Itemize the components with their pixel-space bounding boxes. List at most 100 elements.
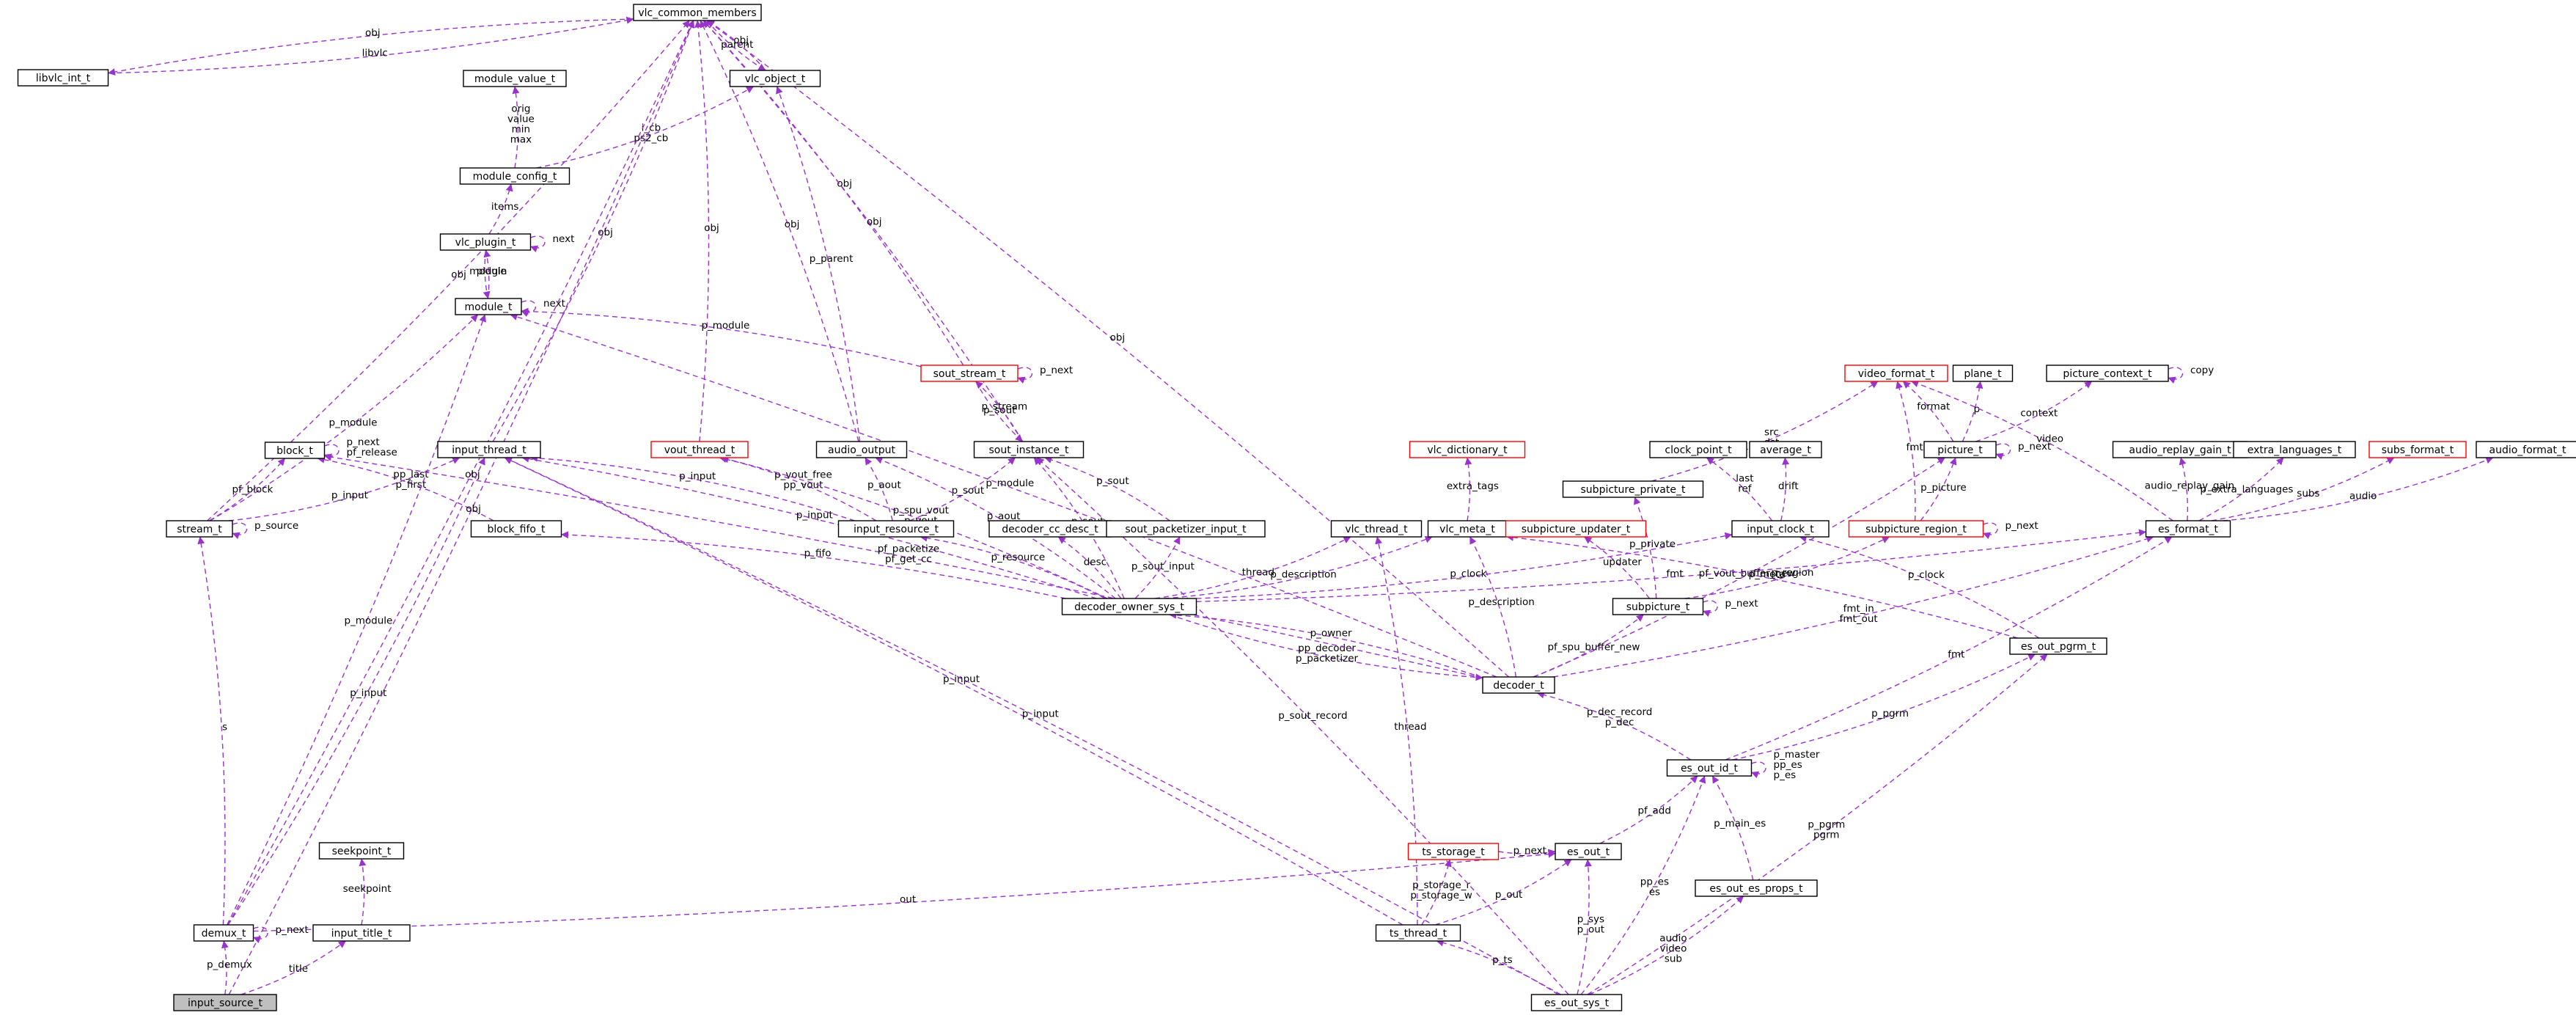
edge-es-out-id-t-to-es-format-t: fmt (1725, 536, 2173, 761)
node-demux-t[interactable]: demux_t (193, 924, 254, 942)
node-input-source-t[interactable]: input_source_t (173, 994, 277, 1011)
node-decoder-cc-desc-t[interactable]: decoder_cc_desc_t (988, 520, 1112, 538)
edge-stream-t-to-input-thread-t: p_input (229, 457, 460, 521)
node-picture-context-t[interactable]: picture_context_t (2046, 365, 2169, 382)
edge-label-line: fmt (1906, 442, 1923, 453)
node-picture-t[interactable]: picture_t (1923, 441, 1997, 458)
node-module-value-t[interactable]: module_value_t (463, 70, 567, 87)
node-label: average_t (1760, 444, 1811, 456)
node-es-format-t[interactable]: es_format_t (2145, 520, 2231, 538)
node-label: es_out_pgrm_t (2021, 641, 2096, 653)
node-ts-storage-t[interactable]: ts_storage_t (1407, 843, 1500, 860)
node-subs-format-t[interactable]: subs_format_t (2368, 441, 2467, 458)
edge-label-line: p_storage_w (1410, 890, 1472, 901)
node-subpicture-private-t[interactable]: subpicture_private_t (1562, 480, 1704, 498)
node-es-out-id-t[interactable]: es_out_id_t (1666, 759, 1753, 777)
node-audio-replay-gain-t[interactable]: audio_replay_gain_t (2112, 441, 2248, 458)
edge-label: p_parent (810, 253, 854, 265)
node-subpicture-region-t[interactable]: subpicture_region_t (1848, 520, 1984, 538)
node-seekpoint-t[interactable]: seekpoint_t (318, 842, 405, 860)
edge-label-line: p_aout (867, 480, 901, 491)
edge-line (875, 456, 1116, 599)
edge-label-line: p_spu_vout (893, 505, 949, 516)
node-es-out-sys-t[interactable]: es_out_sys_t (1530, 994, 1623, 1011)
node-input-resource-t[interactable]: input_resource_t (837, 520, 955, 538)
node-decoder-t[interactable]: decoder_t (1482, 676, 1555, 694)
edge-label-line: p_clock (1450, 568, 1486, 579)
node-module-config-t[interactable]: module_config_t (459, 167, 570, 185)
edge-label: updater (1603, 556, 1643, 568)
edge-line (108, 16, 634, 74)
edge-subpicture-private-t-to-video-format-t: srcdst (1651, 381, 1879, 482)
edge-label-line: out (900, 894, 916, 906)
edge-line (1553, 535, 2154, 678)
node-decoder-owner-sys-t[interactable]: decoder_owner_sys_t (1061, 598, 1197, 615)
edge-label-line: drift (1778, 480, 1799, 492)
node-sout-stream-t[interactable]: sout_stream_t (920, 365, 1019, 382)
node-input-title-t[interactable]: input_title_t (312, 924, 411, 942)
node-block-fifo-t[interactable]: block_fifo_t (470, 520, 562, 538)
edge-line (700, 20, 859, 442)
edge-label-line: value (507, 114, 535, 125)
node-subpicture-t[interactable]: subpicture_t (1612, 598, 1704, 615)
node-vlc-dictionary-t[interactable]: vlc_dictionary_t (1409, 441, 1526, 458)
edge-line (317, 455, 494, 521)
edge-line (1995, 443, 2011, 461)
edge-label: p_next (1040, 365, 1073, 376)
edge-label: p_sout_input (1131, 560, 1195, 572)
node-average-t[interactable]: average_t (1749, 441, 1822, 458)
node-module-t[interactable]: module_t (455, 298, 522, 315)
edge-label: extra_tags (1447, 480, 1499, 492)
node-layer: vlc_common_members libvlc_int_t vlc_object… (17, 4, 2576, 1011)
node-plane-t[interactable]: plane_t (1952, 365, 2014, 382)
node-sout-instance-t[interactable]: sout_instance_t (973, 441, 1085, 458)
edge-decoder-owner-sys-t-to-audio-output: p_aout (875, 456, 1116, 599)
node-input-thread-t[interactable]: input_thread_t (437, 441, 541, 458)
edge-label-line: ps2_cb (634, 132, 668, 144)
edge-line (1436, 939, 1559, 995)
node-vlc-common-members[interactable]: vlc_common_members (633, 4, 762, 21)
node-es-out-es-props-t[interactable]: es_out_es_props_t (1695, 879, 1818, 897)
node-box (973, 441, 1085, 458)
edge-line (521, 455, 1097, 599)
edge-label: p_input (943, 673, 980, 685)
edge-ts-thread-t-to-input-thread-t: p_input (504, 457, 1403, 926)
edge-line (706, 20, 766, 71)
edge-line (1498, 849, 1556, 857)
node-extra-languages-t[interactable]: extra_languages_t (2233, 441, 2356, 458)
node-sout-packetizer-input-t[interactable]: sout_packetizer_input_t (1106, 520, 1266, 538)
node-vlc-plugin-t[interactable]: vlc_plugin_t (439, 233, 532, 251)
node-label: input_clock_t (1747, 524, 1814, 535)
node-box (1106, 520, 1266, 538)
edge-label-line: p_demux (207, 959, 252, 970)
edge-label-line: pgrm (1813, 829, 1840, 841)
edge-line (324, 444, 340, 461)
edge-decoder-owner-sys-t-to-block-fifo-t: p_fifo (561, 531, 1066, 599)
node-clock-point-t[interactable]: clock_point_t (1649, 441, 1747, 458)
edge-label-line: pf_packetize (878, 543, 939, 554)
node-audio-format-t[interactable]: audio_format_t (2476, 441, 2576, 458)
node-vlc-thread-t[interactable]: vlc_thread_t (1330, 520, 1423, 538)
edge-label-line: p_fifo (804, 548, 832, 560)
node-block-t[interactable]: block_t (264, 442, 326, 459)
node-libvlc-int-t[interactable]: libvlc_int_t (17, 69, 109, 87)
node-box (2009, 637, 2107, 655)
node-es-out-t[interactable]: es_out_t (1555, 843, 1622, 860)
node-vout-thread-t[interactable]: vout_thread_t (650, 441, 749, 458)
node-stream-t[interactable]: stream_t (166, 520, 233, 538)
node-input-clock-t[interactable]: input_clock_t (1731, 520, 1830, 538)
node-vlc-meta-t[interactable]: vlc_meta_t (1427, 520, 1508, 538)
node-es-out-pgrm-t[interactable]: es_out_pgrm_t (2009, 637, 2107, 655)
edge-line (2179, 457, 2189, 521)
edge-label: p_demux (207, 959, 252, 970)
node-audio-output[interactable]: audio_output (815, 441, 908, 458)
edge-line (1375, 536, 1418, 926)
node-video-format-t[interactable]: video_format_t (1844, 365, 1948, 382)
node-subpicture-updater-t[interactable]: subpicture_updater_t (1505, 520, 1647, 538)
node-ts-thread-t[interactable]: ts_thread_t (1375, 924, 1461, 942)
node-label: input_resource_t (854, 524, 939, 535)
node-vlc-object-t[interactable]: vlc_object_t (729, 70, 821, 87)
